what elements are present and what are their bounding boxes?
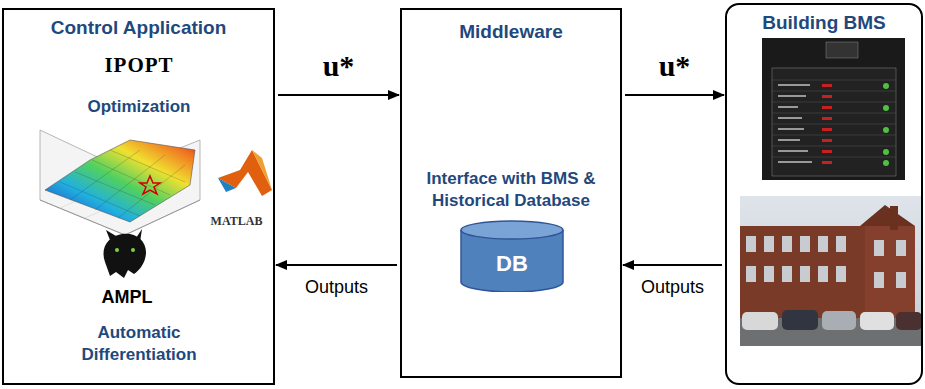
panel-title: Control Application xyxy=(4,16,273,41)
panel-description: Interface with BMS & Historical Database xyxy=(410,168,612,212)
arrow-connector xyxy=(278,94,399,96)
signal-label: u* xyxy=(320,49,358,83)
application-panel: Control ApplicationIPOPT OptimizationMATL… xyxy=(2,8,275,385)
middleware-panel: MiddlewareInterface with BMS & Historica… xyxy=(400,8,622,378)
bms-screenshot xyxy=(762,38,905,180)
signal-label: Outputs xyxy=(638,277,707,298)
logo-label: AMPL xyxy=(77,286,177,309)
arrow-connector xyxy=(276,264,397,266)
section-label: Automatic Differentiation xyxy=(54,322,224,366)
panel-title: Middleware xyxy=(402,20,620,45)
building-photo xyxy=(740,196,922,346)
logo-label: MATLAB xyxy=(200,214,273,230)
arrow-connector xyxy=(625,94,724,96)
bms-panel: Building BMS xyxy=(725,3,923,385)
database-cylinder: DB xyxy=(460,220,564,292)
solver-name: IPOPT xyxy=(44,52,234,79)
matlab-logo xyxy=(218,150,272,196)
section-label: Optimization xyxy=(44,96,234,118)
signal-label: u* xyxy=(656,49,694,83)
panel-title: Building BMS xyxy=(727,11,921,36)
surface-plot xyxy=(40,130,200,235)
panther-logo xyxy=(104,229,146,278)
signal-label: Outputs xyxy=(302,277,371,298)
database-label: DB xyxy=(460,250,564,279)
arrow-connector xyxy=(623,264,722,266)
